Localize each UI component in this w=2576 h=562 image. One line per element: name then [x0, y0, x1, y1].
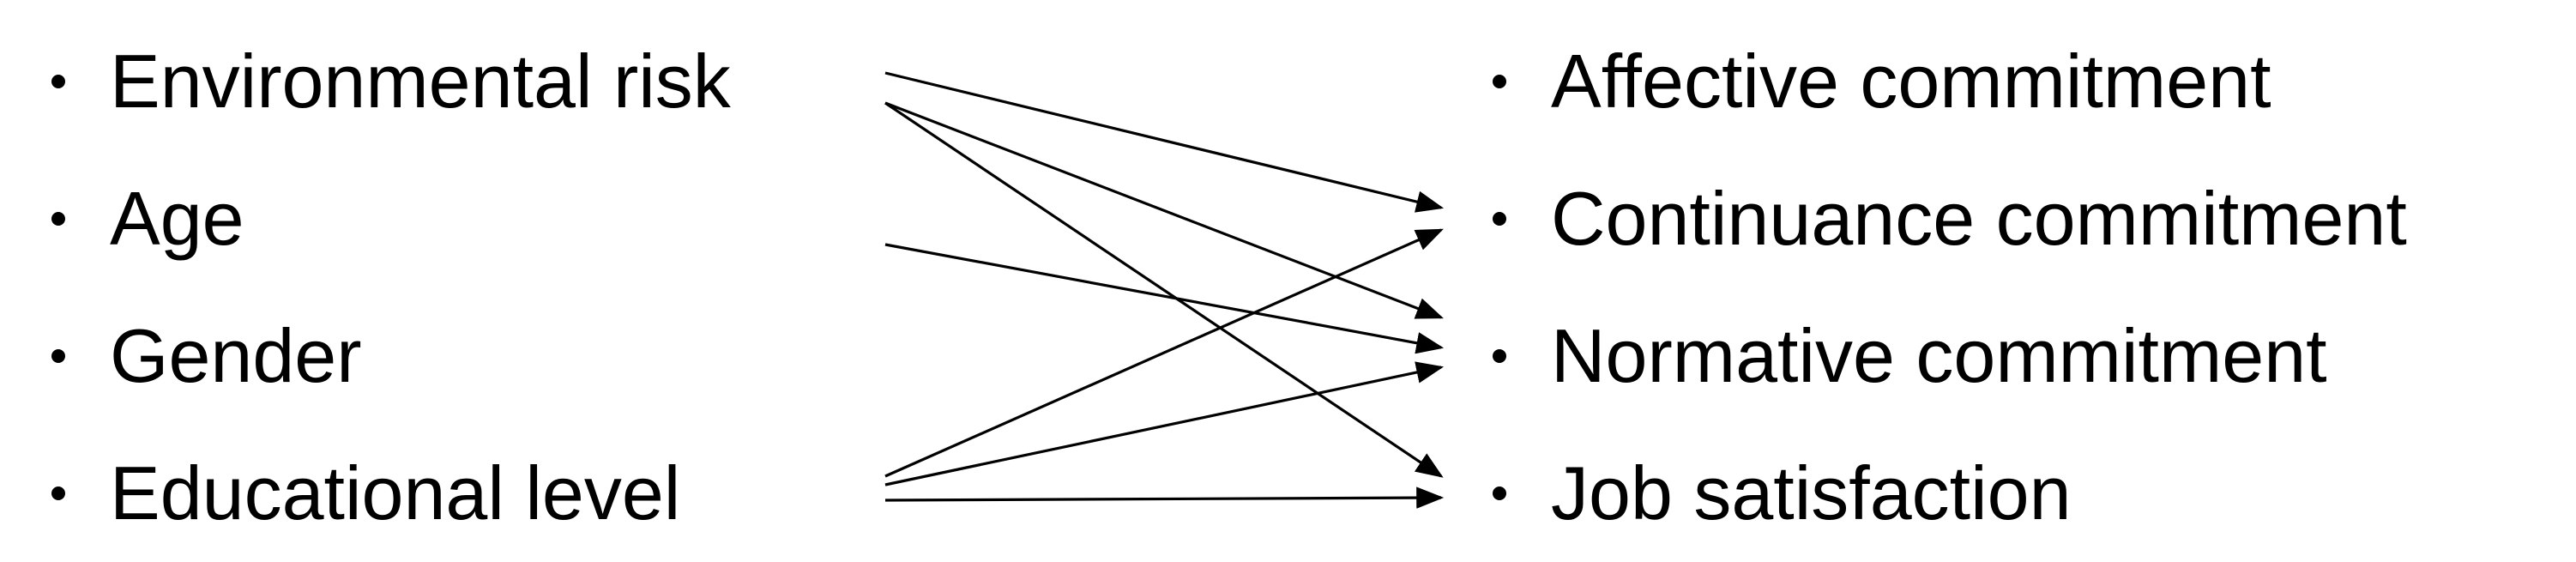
bullet-icon: [1493, 75, 1506, 88]
bullet-icon: [51, 486, 65, 500]
bullet-icon: [51, 212, 65, 226]
source-label: Age: [110, 176, 244, 261]
bullet-icon: [1493, 486, 1506, 500]
arrow-educational-level-to-continuance-commitment: [884, 228, 1444, 478]
target-label: Continuance commitment: [1551, 176, 2407, 261]
arrow-environmental-risk-to-normative-commitment: [884, 101, 1444, 319]
target-item-continuance-commitment: Continuance commitment: [1493, 176, 2407, 262]
source-label: Gender: [110, 313, 362, 398]
target-label: Job satisfaction: [1551, 450, 2072, 535]
bullet-icon: [51, 75, 65, 88]
source-label: Educational level: [110, 450, 681, 535]
source-item-environmental-risk: Environmental risk: [51, 39, 731, 124]
target-label: Affective commitment: [1551, 39, 2271, 124]
target-item-affective-commitment: Affective commitment: [1493, 39, 2271, 124]
target-label: Normative commitment: [1551, 313, 2327, 398]
source-item-age: Age: [51, 176, 244, 262]
arrow-environmental-risk-to-affective-commitment: [884, 71, 1445, 213]
bullet-icon: [51, 349, 65, 363]
arrow-educational-level-to-normative-commitment: [884, 361, 1445, 486]
arrow-educational-level-to-job-satisfaction: [884, 486, 1445, 509]
target-item-normative-commitment: Normative commitment: [1493, 313, 2327, 399]
arrow-age-to-normative-commitment: [884, 243, 1445, 354]
source-label: Environmental risk: [110, 39, 731, 124]
bullet-icon: [1493, 212, 1506, 226]
arrow-environmental-risk-to-job-satisfaction: [884, 101, 1444, 478]
source-item-educational-level: Educational level: [51, 450, 680, 536]
target-item-job-satisfaction: Job satisfaction: [1493, 450, 2072, 536]
bullet-icon: [1493, 349, 1506, 363]
source-item-gender: Gender: [51, 313, 362, 399]
